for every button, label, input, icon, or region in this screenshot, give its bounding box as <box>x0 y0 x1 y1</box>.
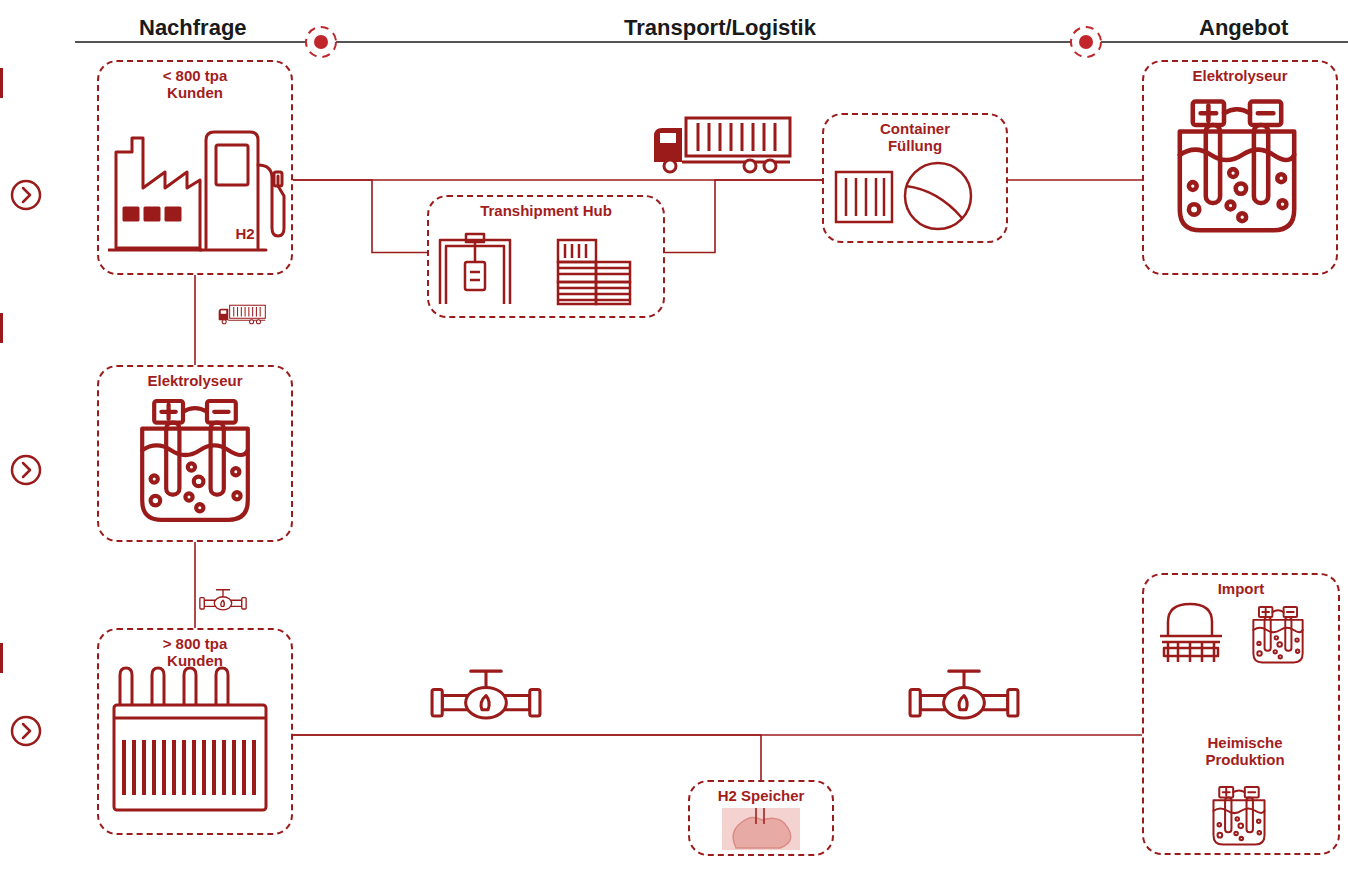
valve-icon <box>200 590 246 610</box>
edge-bar <box>0 68 3 673</box>
fuel-pump-icon <box>200 132 284 250</box>
box-heading: Container Füllung <box>855 121 975 155</box>
connector-line <box>665 180 822 253</box>
dashed-box: < 800 tpa KundenH2 <box>97 60 293 275</box>
connector-line <box>293 180 427 253</box>
factory-icon <box>114 668 266 810</box>
container-icon <box>836 172 892 222</box>
electrolyser-icon <box>1180 102 1294 231</box>
box-heading: > 800 tpa Kunden <box>140 636 250 670</box>
electrolyser-icon <box>142 401 248 520</box>
container-stack-icon <box>558 240 630 304</box>
connector-line <box>194 542 196 628</box>
dashed-box: H2 Speicher <box>688 780 834 856</box>
dashed-box: ImportHeimische Produktion <box>1142 573 1340 855</box>
terminal-icon <box>1160 604 1222 662</box>
crane-icon <box>440 234 510 304</box>
storage-cavern-icon <box>722 808 800 850</box>
connector-line <box>293 735 761 780</box>
connector-line <box>1008 179 1142 181</box>
factory-icon <box>108 138 202 250</box>
box-heading: Import <box>1181 581 1301 598</box>
box-heading: Elektrolyseur <box>1155 68 1325 85</box>
box-text: H2 <box>225 226 265 243</box>
box-heading: Transhipment Hub <box>446 203 646 220</box>
dashed-box: Elektrolyseur <box>1142 60 1338 275</box>
dashed-box: Container Füllung <box>822 113 1008 243</box>
dashed-box: > 800 tpa Kunden <box>97 628 293 835</box>
box-heading: H2 Speicher <box>696 788 826 805</box>
electrolyser-icon <box>1253 607 1302 662</box>
dashed-box: Elektrolyseur <box>97 365 293 542</box>
chevron-button <box>12 181 40 745</box>
box-heading: < 800 tpa Kunden <box>140 68 250 102</box>
column-header: Nachfrage <box>139 15 247 41</box>
column-header: Transport/Logistik <box>624 15 816 41</box>
dashed-box: Transhipment Hub <box>427 195 665 318</box>
box-heading: Elektrolyseur <box>110 373 280 390</box>
valve-icon <box>432 671 540 718</box>
column-header: Angebot <box>1199 15 1288 41</box>
compressor-icon <box>905 163 971 229</box>
truck-icon <box>219 305 266 324</box>
header-rule <box>75 42 1348 43</box>
connector-line <box>194 275 196 365</box>
box-text: Heimische Produktion <box>1180 735 1310 769</box>
electrolyser-icon <box>1213 787 1264 844</box>
truck-icon <box>654 118 790 172</box>
valve-icon <box>910 671 1018 718</box>
